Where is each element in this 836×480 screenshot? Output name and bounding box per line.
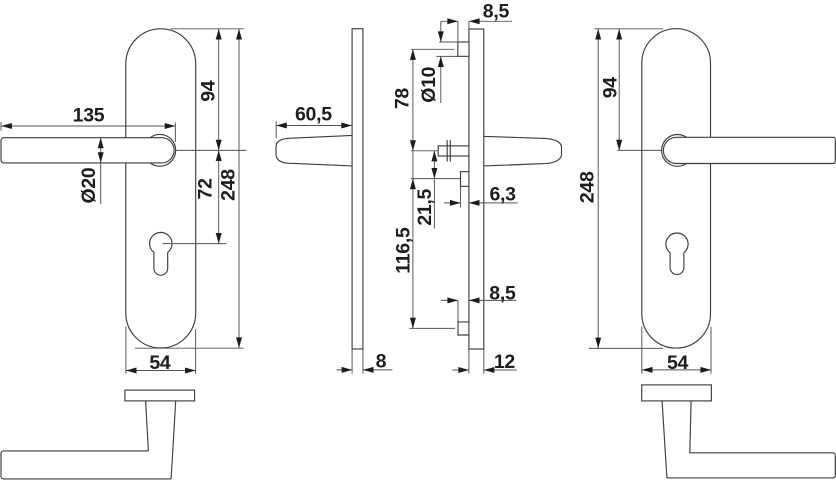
svg-text:8,5: 8,5: [483, 0, 510, 22]
svg-text:72: 72: [195, 178, 217, 200]
svg-text:248: 248: [218, 169, 240, 201]
svg-text:78: 78: [392, 88, 414, 110]
svg-text:54: 54: [149, 352, 171, 374]
svg-text:8: 8: [376, 351, 387, 373]
svg-text:8,5: 8,5: [489, 283, 516, 305]
svg-text:Ø20: Ø20: [78, 167, 100, 203]
svg-text:248: 248: [576, 171, 598, 203]
svg-text:6,3: 6,3: [489, 184, 516, 206]
svg-text:60,5: 60,5: [295, 104, 332, 126]
svg-text:135: 135: [73, 105, 105, 127]
svg-text:116,5: 116,5: [393, 227, 415, 274]
svg-text:94: 94: [198, 80, 220, 102]
svg-text:Ø10: Ø10: [418, 66, 440, 102]
svg-text:21,5: 21,5: [414, 188, 436, 225]
svg-text:12: 12: [494, 351, 516, 373]
svg-text:54: 54: [667, 352, 689, 374]
svg-text:94: 94: [599, 77, 621, 99]
